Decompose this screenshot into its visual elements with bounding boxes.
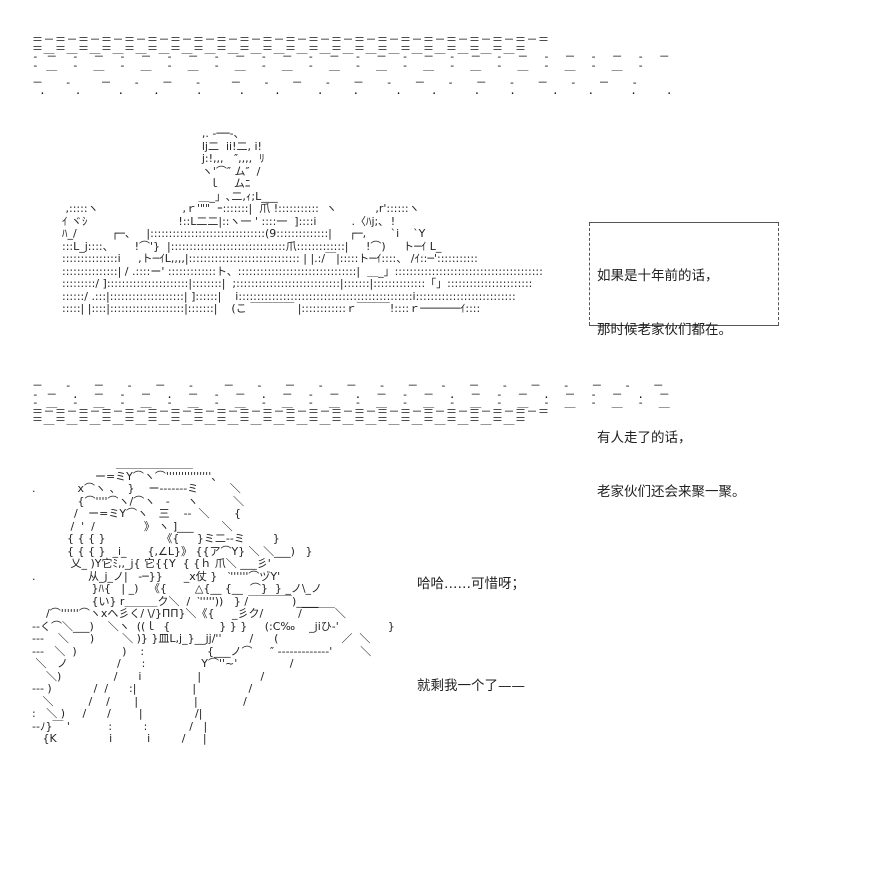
art-line: {⌒''''⌒ヽ/⌒ヽ ‐ ヽ ＼ [32,494,245,508]
art-line: {い} r＿＿＿ク＼ / ‵''''')) } /￣￣￣￣)____ [32,594,319,608]
art-line: ‐‐‐ ＼ ) ＼ )} }皿L,j_}__jj/'' / ( ／ ＼ [32,632,371,645]
dash-line: - ＿ - ＿ - ＿ - ＿ - ＿ - ＿ - ＿ - ＿ - ＿ - ＿ … [32,396,671,409]
art-line: :::::::::::::::i ,ト─ｲL,,,,|:::::::::::::… [62,252,478,265]
art-line: ＿_」､二,ｨ;L___ [62,189,278,203]
art-line: :::::::::::::::| / .::::ー' :::::::::::::… [62,264,543,278]
art-line: ＼ / / | | / [32,694,247,708]
speech-line-1: 哈哈……可惜呀； [417,576,525,592]
art-line: }ﾊ{ | _) 《{ △{__ {__ ⌒} } _ノ\_ノ [32,582,323,595]
character-speech: 哈哈……可惜呀； 就剩我一个了—— [417,539,525,713]
lower-ascii-art-character: ＿＿＿＿＿＿＿ ー=ミY⌒ヽ⌒'''''''''''''''、. x⌒ヽ 、 }… [32,457,395,746]
art-line: lj二 ii!二, i! [62,139,262,153]
caption-line: 那时候老家伙们都在。 [597,322,732,338]
bottom-dash-border: － - － - － - － - － - － - － - － - － - － - … [32,379,671,426]
dash-line: ＝＿＝＿＝＿＝＿＝＿＝＿＝＿＝＿＝＿＝＿＝＿＝＿＝＿＝＿＝＿＝＿＝＿＝＿＝＿＝＿… [32,413,527,426]
dash-line: - － . － - － . － - － . － - － . － - － . － … [32,387,671,401]
art-line: /⌒''''''⌒ヽxヘ彡く/ \/}ΠΠ}＼《{ _彡ク/ /￣￣￣＼ [32,607,346,620]
upper-ascii-art-scene: ,. ‐──‐、 lj二 ii!二, i! j:!,,, ″,,,, ﾘ ヽ'⌒… [62,127,543,316]
dash-line: － - － - － - － - － - － - － - － - － - － - [32,75,639,89]
art-line: { { { } _i_ {,∠L}》 {{ア⌒Y} ＼ ＼___) } [32,544,313,558]
art-line: ,. ‐──‐、 [62,127,245,140]
caption-line: 如果是十年前的话， [597,268,719,284]
dash-line: ＝－＝－＝－＝－＝－＝－＝－＝－＝－＝－＝－＝－＝－＝－＝－＝－＝－＝－＝－＝－… [32,404,550,418]
art-line: ヽ'⌒″ ム″ / [62,164,261,178]
art-line: { { { } 《{ }ミ二‐‐ミ } [32,532,280,545]
narration-text: 如果是十年前的话， 那时候老家伙们都在。 有人走了的话， 老家伙们还会来聚一聚。 [597,231,746,537]
dash-line: － - － - － - － - － - － - － - － - － - － - … [32,379,665,392]
speech-line-2: 就剩我一个了—— [417,678,525,694]
art-line: :::L_j::::、 !⌒'} |::::::::::::::::::::::… [62,239,442,253]
art-line: ＼ ノ / : Y⌒''~' / [32,657,294,670]
art-line: : ＼ ) / / | /| [32,707,203,720]
art-line: ｌ ムﾆ [62,177,251,190]
art-line: ー=ミY⌒ヽ⌒'''''''''''''''、 [32,469,223,483]
art-line: ﾊ_/ ┌─、 |:::::::::::::::::::::::::::::::… [62,227,426,240]
dash-line: ＝＿＝＿＝＿＝＿＝＿＝＿＝＿＝＿＝＿＝＿＝＿＝＿＝＿＝＿＝＿＝＿＝＿＝＿＝＿＝＿… [32,41,527,55]
narration-caption-box: 如果是十年前的话， 那时候老家伙们都在。 有人走了的话， 老家伙们还会来聚一聚。 [589,222,779,500]
art-line: 乂_ )Y它ﾐ,,_j{ 它{{Y { {ｈ 爪＼ ___彡' [32,557,271,570]
art-line: :::::| |::::|::::::::::::::::::::|::::::… [62,302,481,315]
dash-line: . . . . . . . . . . . . . . . . . [32,84,674,97]
art-line: {K i i / | [32,732,207,745]
art-line: / ' / 》 ヽ ]___ ＼ [32,519,233,533]
caption-line: 老家伙们还会来聚一聚。 [597,484,746,500]
caption-line: 有人走了的话， [597,430,692,446]
art-line: / ー=ミY⌒ヽ 三 ‐‐ ＼ { [32,507,241,520]
art-line: ‐‐‐ ) / / :| | / [32,682,253,695]
art-line: ,:::::ヽ ,ｒ'"" ｰ:::::::| 爪 !::::::::::: ヽ… [62,202,420,215]
art-line: ‐‐ﾉ}￣ ' : : / | [32,719,208,733]
art-line: ｲ ヾｼ !::L二二|::ヽ一 ' ::::一 ]::::i .〈ﾊj;､ ! [62,214,396,228]
art-line: ‐‐く⌒＼___) ＼ヽ ((ｌ { } } } (:C‰ _jiひ‐' } [32,619,395,633]
art-line: ＼) / i | / [32,669,265,683]
art-line: . 从_j_ノ| ‐─}} _x仗 } ‵''''''⌒ヅY' [32,569,281,583]
art-line: :::::::::/ ]::::::::::::::::::::::|:::::… [62,277,533,290]
speech-gap [417,629,525,641]
art-line: ‐‐‐ ＼ ) ) : {___ノ⌒ ″ ‐‐‐‐‐‐‐‐‐‐‐‐‐' ＼ [32,644,372,658]
dash-line: - － - － - － - － - － - － - － - － - － - － … [32,50,671,63]
dash-line: - ＿ - ＿ - ＿ - ＿ - ＿ - ＿ - ＿ - ＿ - ＿ - ＿ … [32,58,645,72]
art-line: ＿＿＿＿＿＿＿ [32,457,193,470]
top-dash-border: ＝－＝－＝－＝－＝－＝－＝－＝－＝－＝－＝－＝－＝－＝－＝－＝－＝－＝－＝－＝－… [32,33,674,97]
art-line: . x⌒ヽ 、 } ー‐‐‐‐‐‐‐ミ ＼ [32,482,241,495]
art-line: ::::::/ .:::|::::::::::::::::::::| ]::::… [62,289,516,303]
dash-line: ＝－＝－＝－＝－＝－＝－＝－＝－＝－＝－＝－＝－＝－＝－＝－＝－＝－＝－＝－＝－… [32,33,550,46]
art-line: j:!,,, ″,,,, ﾘ [62,152,265,165]
